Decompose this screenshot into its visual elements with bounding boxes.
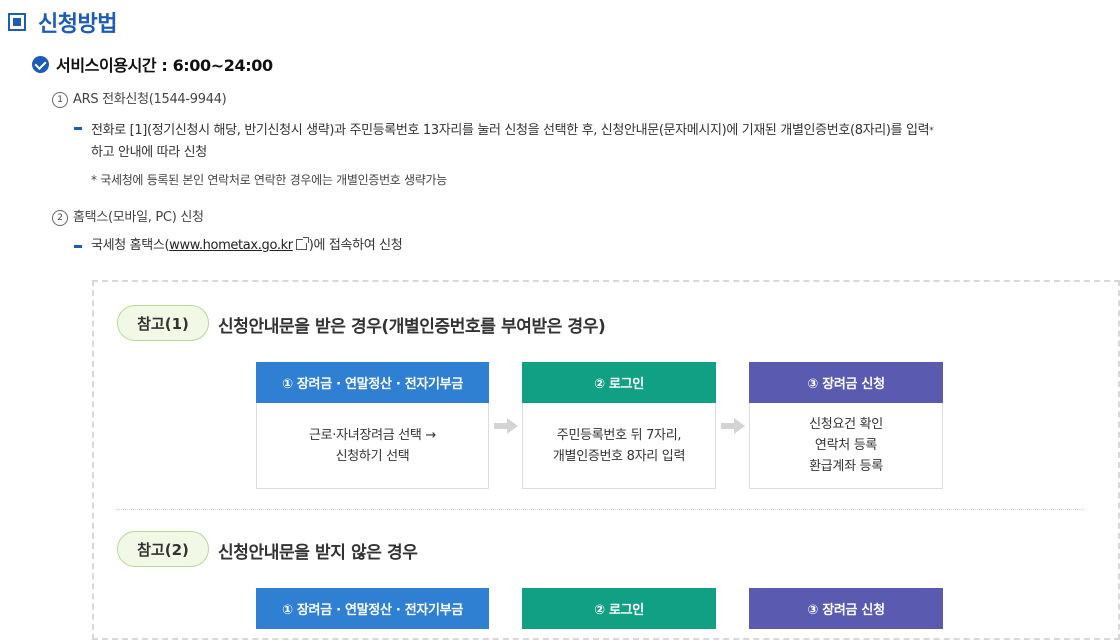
step-line: 개별인증번호 8자리 입력 xyxy=(552,448,686,464)
item-number: 2 xyxy=(52,210,68,226)
step-1-header: ① 장려금 · 연말정산 · 전자기부금 xyxy=(256,362,489,403)
item-ars-note: * 국세청에 등록된 본인 연락처로 연락한 경우에는 개별인증번호 생략가능 xyxy=(91,173,448,187)
step-2-header: ② 로그인 xyxy=(522,362,716,403)
step-line: 근로·자녀장려금 선택 → xyxy=(308,427,437,443)
step-line: 신청하기 선택 xyxy=(335,448,410,464)
reference-1-badge: 참고(1) xyxy=(117,305,209,341)
hometax-link[interactable]: www.hometax.go.kr xyxy=(169,238,293,253)
check-circle-icon xyxy=(32,55,49,73)
dash-bullet-icon xyxy=(74,127,82,130)
step-line: 신청요건 확인 xyxy=(809,417,883,432)
reference-2-title: 신청안내문을 받지 않은 경우 xyxy=(218,543,418,563)
item-number: 1 xyxy=(52,92,68,108)
desc-superscript: * xyxy=(929,126,934,136)
section-title: 신청방법 xyxy=(8,6,117,38)
desc-line: 전화로 [1](정기신청시 해당, 반기신청시 생략)과 주민등록번호 13자리… xyxy=(91,123,930,138)
step-3-header: ③ 장려금 신청 xyxy=(749,362,943,403)
step-line: 주민등록번호 뒤 7자리, xyxy=(556,427,682,443)
dash-bullet-icon xyxy=(74,245,82,248)
step-1-body: 근로·자녀장려금 선택 → 신청하기 선택 xyxy=(256,403,489,489)
item-ars-desc: 전화로 [1](정기신청시 해당, 반기신청시 생략)과 주민등록번호 13자리… xyxy=(91,120,1116,164)
step-3-header: ③ 장려금 신청 xyxy=(749,588,943,629)
step-line: 환급계좌 등록 xyxy=(809,459,883,474)
item-hometax-desc: 국세청 홈택스(www.hometax.go.kr )에 접속하여 신청 xyxy=(91,235,403,257)
step-line: 연락처 등록 xyxy=(814,438,878,453)
item-ars-title: 1 ARS 전화신청(1544-9944) xyxy=(52,88,227,108)
divider xyxy=(116,509,1084,510)
reference-1-title: 신청안내문을 받은 경우(개별인증번호를 부여받은 경우) xyxy=(218,317,606,337)
arrow-right-icon xyxy=(494,418,518,434)
section-title-text: 신청방법 xyxy=(38,12,117,37)
desc-line: 하고 안내에 따라 신청 xyxy=(91,145,207,160)
step-1-header: ① 장려금 · 연말정산 · 전자기부금 xyxy=(256,588,489,629)
square-bullet-icon xyxy=(8,13,26,31)
step-2-header: ② 로그인 xyxy=(522,588,716,629)
external-link-icon[interactable] xyxy=(295,237,309,250)
desc-pre: 국세청 홈택스( xyxy=(91,238,170,253)
item-title: ARS 전화신청(1544-9944) xyxy=(73,92,227,107)
step-2-body: 주민등록번호 뒤 7자리, 개별인증번호 8자리 입력 xyxy=(522,403,716,489)
item-hometax-title: 2 홈택스(모바일, PC) 신청 xyxy=(52,206,204,226)
item-title: 홈택스(모바일, PC) 신청 xyxy=(73,210,204,225)
reference-2-badge: 참고(2) xyxy=(117,531,209,567)
arrow-right-icon xyxy=(721,418,745,434)
desc-post: )에 접속하여 신청 xyxy=(308,238,403,253)
service-hours-text: 서비스이용시간 : 6:00~24:00 xyxy=(56,56,273,75)
service-hours: 서비스이용시간 : 6:00~24:00 xyxy=(32,52,273,76)
